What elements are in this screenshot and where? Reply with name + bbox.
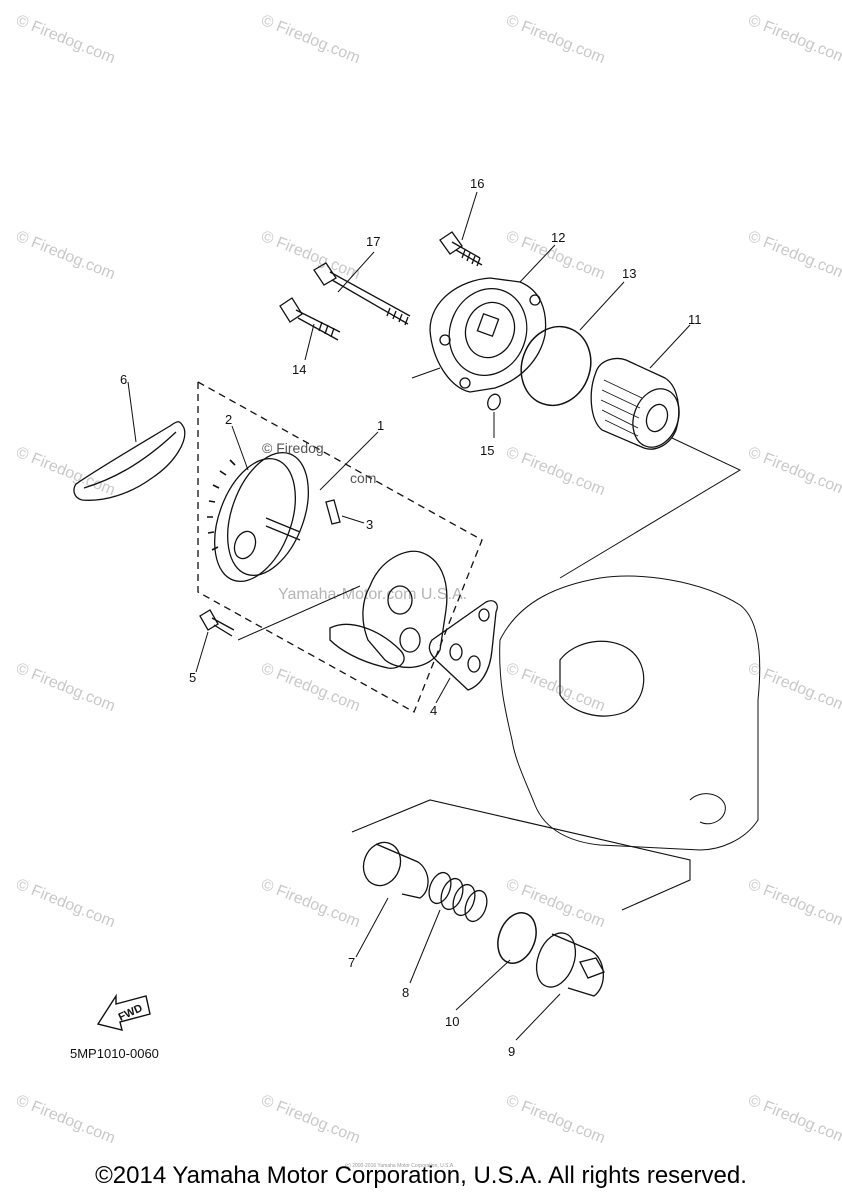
part-14-bolt [279,297,341,341]
callout-8: 8 [402,985,410,1000]
part-11-oil-filter [590,357,680,450]
part-4-gasket [428,600,498,691]
callout-16: 16 [470,176,485,191]
part-10-o-ring [497,912,537,964]
stamp-line2: com [350,470,377,486]
callout-2: 2 [225,412,233,427]
callout-13: 13 [622,266,637,281]
part-15-small-o-ring [487,393,501,411]
engine-case-bore [559,640,645,717]
part-6-oil-strainer-shell [73,421,186,501]
relief-valve-bracket [351,799,691,911]
part-13-o-ring [520,325,592,407]
callout-6: 6 [120,372,128,387]
engine-case-detail [689,793,726,825]
diagram-code: 5MP1010-0060 [70,1046,159,1061]
part-8-spring [428,871,488,923]
callout-11: 11 [688,312,702,327]
part-7-piston [362,841,429,899]
part-16-bolt [439,231,483,267]
callout-12: 12 [551,230,566,245]
callout-5: 5 [189,670,197,685]
oil-pump-body [329,550,448,669]
center-watermark: Yamaha-Motor.com U.S.A. [278,586,468,603]
callout-7: 7 [348,955,356,970]
copyright-footer: ©2014 Yamaha Motor Corporation, U.S.A. A… [95,1162,747,1189]
stamp-line1: © Firedog [262,440,324,456]
part-2-gear [207,451,309,583]
callout-15: 15 [480,443,495,458]
part-12-filter-cover [429,277,547,393]
small-note: (c) 2000-2016 Yamaha Motor Corporation, … [345,1163,455,1169]
callout-1: 1 [377,418,385,433]
fwd-arrow-icon [96,993,151,1031]
callout-9: 9 [508,1044,516,1059]
part-9-plug [535,932,605,997]
callout-17: 17 [366,234,381,249]
callout-10: 10 [445,1014,460,1029]
part-5-screw [199,609,235,637]
callout-3: 3 [366,517,374,532]
part-3-dowel-pin [325,499,341,525]
part-17-bolt [313,262,411,326]
engine-case-outline [499,575,761,851]
callout-4: 4 [430,703,438,718]
assembly-dashed-outline [197,380,483,713]
callout-14: 14 [292,362,307,377]
leader-lines [127,191,742,1041]
